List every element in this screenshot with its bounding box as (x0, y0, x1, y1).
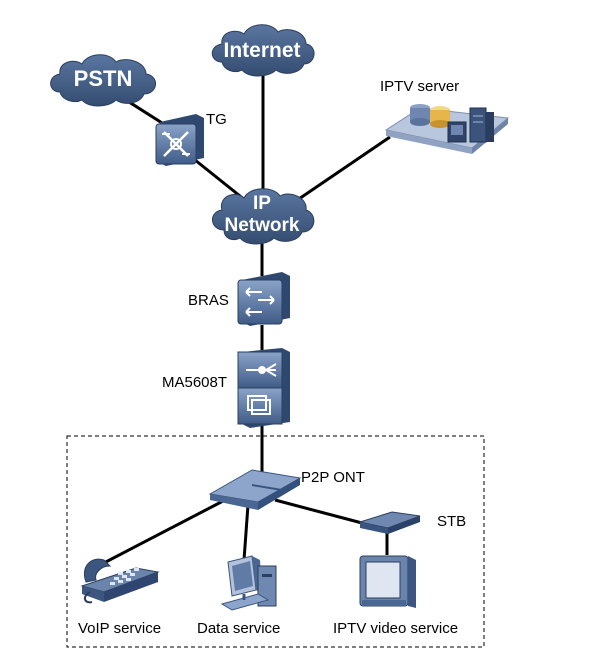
pstn-cloud: PSTN (50, 54, 156, 107)
voip-service-label: VoIP service (78, 620, 161, 637)
ip-network-label-line1: IP (253, 193, 271, 214)
bras-device-icon (237, 272, 290, 326)
internet-cloud: Internet (211, 24, 315, 77)
p2p-ont-label: P2P ONT (301, 469, 365, 486)
ip-network-label-line2: Network (225, 215, 300, 236)
tv-monitor-icon (359, 555, 416, 608)
iptv-video-service-label: IPTV video service (333, 620, 458, 637)
link-ont-data (242, 504, 250, 561)
links (99, 70, 391, 567)
user-side-boundary (66, 435, 485, 648)
ma5608t-device-icon (237, 348, 290, 428)
stb-device-icon (358, 511, 421, 534)
ma5608t-label: MA5608T (162, 374, 227, 391)
link-ont-stb (274, 498, 363, 525)
stb-label: STB (437, 513, 466, 530)
p2p-ont-device-icon (208, 469, 302, 510)
link-ont-voip (99, 498, 226, 567)
ip-network-cloud: IP Network (212, 188, 315, 245)
bras-label: BRAS (188, 292, 229, 309)
iptv-server-label: IPTV server (380, 78, 459, 95)
internet-cloud-label: Internet (223, 39, 300, 62)
link-tg-ipnetwork (194, 158, 246, 202)
pstn-cloud-label: PSTN (74, 66, 133, 91)
pc-computer-icon (220, 555, 277, 611)
data-service-label: Data service (197, 620, 280, 637)
tg-device-icon (155, 114, 204, 166)
voip-phone-icon (80, 558, 160, 604)
tg-label: TG (206, 111, 227, 128)
link-iptvserver-ipnetwork (289, 135, 391, 207)
iptv-server-icon (384, 104, 510, 154)
